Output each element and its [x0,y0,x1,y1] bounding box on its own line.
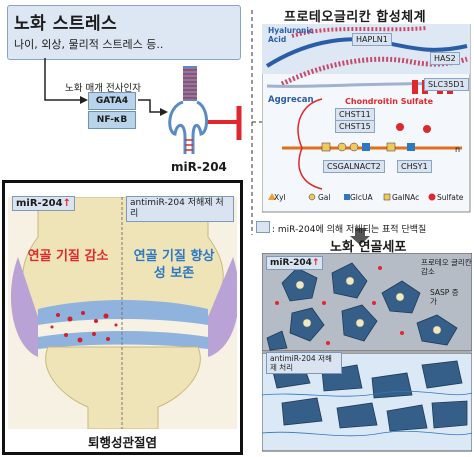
legend-galnac: GalNAc [392,193,420,202]
target-legend-text: : miR-204에 의해 저해되는 표적 단백질 [272,225,427,235]
oa-panel [2,180,243,455]
target-legend-swatch [256,221,270,233]
chsy1-tag: CHSY1 [397,160,432,173]
repeat-n-label: n [455,145,461,154]
nfkb-box: NF-κB [88,111,136,129]
has2-tag: HAS2 [430,52,460,65]
legend-sulfate: Sulfate [437,193,464,202]
cells-up-arrow-icon: ↑ [311,258,320,268]
oa-mir204-label: miR-204 [16,198,63,209]
mir204-label: miR-204 [171,160,227,174]
legend-gal: Gal [318,193,331,202]
aggrecan-label: Aggrecan [268,95,314,105]
oa-right-text: 연골 기질 향상성 보존 [133,249,215,281]
csgalnact2-tag: CSGALNACT2 [323,160,385,173]
sasp-label: SASP 증가 [430,288,459,306]
knee-joint-illustration [8,197,237,429]
oa-antimir-tag: antimiR-204 저해제 처리 [126,196,234,222]
hyaluronic-acid-label: Hyaluronic Acid [268,26,314,44]
gata4-box: GATA4 [88,92,136,110]
cells-mir204-label: miR-204 [270,258,312,268]
oa-left-text: 연골 기질 감소 [27,249,109,264]
legend-xyl: Xyl [274,193,286,202]
aging-stress-title: 노화 스트레스 [14,14,118,34]
oa-mir204-tag: miR-204↑ [12,196,75,211]
oa-title: 퇴행성관절염 [87,435,157,450]
legend-glcua: GlcUA [350,193,373,202]
chondroitin-label: Chondroitin Sulfate [345,97,434,106]
aging-stress-subtitle: 나이, 외상, 물리적 스트레스 등.. [14,38,164,51]
aging-cells-title: 노화 연골세포 [330,240,407,255]
hapln1-tag: HAPLN1 [352,33,392,46]
cells-mir204-tag: miR-204↑ [266,256,324,270]
pg-decrease-label: 프로테오 글리칸 감소 [421,258,472,276]
up-arrow-icon: ↑ [62,198,71,209]
chst15-tag: CHST15 [335,120,375,133]
proteoglycan-title: 프로테오글리칸 합성체계 [284,10,427,25]
slc35d1-tag: SLC35D1 [424,78,469,91]
transcription-factor-label: 노화 매개 전사인자 [65,83,141,94]
aging-stress-box: 노화 스트레스 나이, 외상, 물리적 스트레스 등.. [7,5,241,60]
cells-antimir-tag: antimiR-204 저해제 처리 [266,352,342,374]
mirna-hairpin-icon [168,66,208,154]
